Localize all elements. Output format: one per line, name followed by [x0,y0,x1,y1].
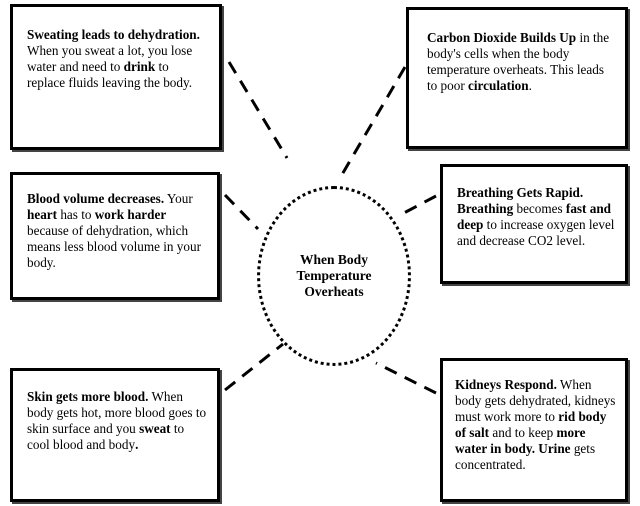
carbon-dioxide-text-run: . [528,78,532,93]
kidneys-text-run: rid body of salt [455,409,607,440]
sweating-text-run: Sweating leads to dehydration. [27,27,200,42]
breathing-text-run: to increase oxygen level and decrease CO… [457,217,615,248]
skin-text-run: sweat [139,421,171,436]
blood-volume-text-run: has to [57,207,95,222]
blood-volume-box: Blood volume decreases. Your heart has t… [10,172,220,300]
skin-text-run: . [135,437,139,452]
blood-volume-text-run: Blood volume decreases. [27,191,165,206]
kidneys-text-run: When body gets dehydrated, kidneys must … [455,377,616,424]
skin-text-run: to cool blood and body [27,421,185,452]
kidneys-text-run: and to keep [489,425,557,440]
kidneys-text: Kidneys Respond. When body gets dehydrat… [455,377,619,473]
breathing-text-run: Breathing Gets Rapid. Breathing [457,185,584,216]
blood-volume-text-run: work harder [94,207,167,222]
skin-box: Skin gets more blood. When body gets hot… [10,368,220,502]
carbon-dioxide-text-run: Carbon Dioxide Builds Up [427,30,577,45]
blood-volume-text: Blood volume decreases. Your heart has t… [27,191,209,271]
sweating-text: Sweating leads to dehydration. When you … [27,27,209,91]
kidneys-box: Kidneys Respond. When body gets dehydrat… [440,358,628,502]
breathing-text-run: fast and deep [457,201,611,232]
connector-breathing [401,194,437,216]
carbon-dioxide-text-run: circulation [468,78,529,93]
kidneys-text-run: Kidneys Respond. [455,377,557,392]
sweating-box: Sweating leads to dehydration. When you … [10,4,222,150]
skin-text: Skin gets more blood. When body gets hot… [27,389,209,453]
sweating-text-run: to replace fluids leaving the body. [27,59,193,90]
breathing-text: Breathing Gets Rapid. Breathing becomes … [457,185,617,249]
breathing-box: Breathing Gets Rapid. Breathing becomes … [440,164,628,284]
skin-text-run: When body gets hot, more blood goes to s… [27,389,207,436]
skin-text-run: Skin gets more blood. [27,389,149,404]
blood-volume-text-run: Your [164,191,193,206]
sweating-text-run: drink [123,59,156,74]
breathing-text-run: becomes [513,201,566,216]
connector-kidneys [375,361,437,395]
center-label: When Body Temperature Overheats [296,252,372,299]
kidneys-text-run: more water in body. Urine [455,425,586,456]
sweating-text-run: When you sweat a lot, you lose water and… [27,43,193,74]
blood-volume-text-run: because of dehydration, which means less… [27,223,201,270]
kidneys-text-run: gets concentrated. [455,441,596,472]
connector-blood-volume [223,193,260,231]
connector-carbon-dioxide [338,66,407,179]
connector-skin [224,342,284,392]
connector-sweating [227,61,289,159]
carbon-dioxide-text-run: in the body's cells when the body temper… [427,30,610,93]
center-circle: When Body Temperature Overheats [257,186,411,366]
blood-volume-text-run: heart [27,207,58,222]
carbon-dioxide-box: Carbon Dioxide Builds Up in the body's c… [406,7,628,149]
carbon-dioxide-text: Carbon Dioxide Builds Up in the body's c… [427,30,613,94]
